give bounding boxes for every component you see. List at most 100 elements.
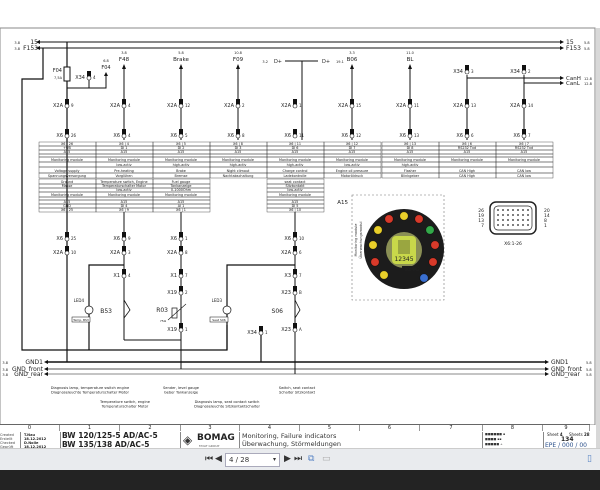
table-mod: A15 bbox=[235, 150, 242, 154]
table-pin: X6 | 9 bbox=[119, 208, 129, 212]
created-date: 18.12.2012 bbox=[24, 437, 47, 441]
connector-x34-4-pin: 4 bbox=[93, 75, 96, 80]
pin-icon bbox=[517, 214, 519, 216]
sheet-number: 4 bbox=[559, 432, 563, 437]
pin-icon bbox=[512, 219, 514, 221]
pin-icon bbox=[507, 209, 509, 211]
connector-x6-symbol bbox=[293, 129, 297, 135]
connector-x2a-pin-icon bbox=[407, 103, 413, 109]
chevron-down-icon[interactable]: ▾ bbox=[272, 456, 276, 463]
connector-x34-2-symbol bbox=[522, 65, 526, 71]
table-mod: A15 bbox=[64, 200, 71, 204]
connector-x23-pin: B bbox=[299, 290, 302, 295]
fit-width-icon[interactable]: ▭ bbox=[322, 454, 331, 464]
connector-x6-label: X6 bbox=[56, 236, 63, 242]
connector-x2a-pin-icon bbox=[178, 250, 184, 256]
next-page-button[interactable]: ▶ bbox=[284, 454, 291, 464]
connector-x2a-label: X2A bbox=[53, 103, 64, 109]
prev-page-button[interactable]: ◀ bbox=[215, 454, 222, 464]
table-act: low-activ bbox=[344, 163, 359, 167]
connector-x1-symbol bbox=[122, 269, 126, 275]
connector-x2a-pin: 9 bbox=[71, 103, 74, 108]
arrow-icon bbox=[44, 360, 48, 364]
scrollbar-strip[interactable] bbox=[596, 28, 600, 448]
connector-x6-symbol bbox=[350, 129, 354, 135]
page-number-value: 4 / 28 bbox=[229, 456, 250, 464]
dplus-out-label: D+ bbox=[322, 59, 330, 65]
pin-icon bbox=[517, 219, 519, 221]
table-de: Blinkgeber bbox=[401, 174, 420, 178]
table-sig: DI 2 bbox=[178, 146, 185, 150]
arrow-icon bbox=[560, 46, 564, 50]
connector-x2a-pin-icon bbox=[121, 250, 127, 256]
table-act: 0-1000Ohm bbox=[171, 188, 192, 192]
pin-icon bbox=[512, 209, 514, 211]
table-mod: A15 bbox=[178, 200, 185, 204]
caption-en: Diagnosis lamp, seat contact switch bbox=[195, 400, 260, 404]
caption-en: Sender, level gauge bbox=[163, 386, 200, 390]
table-act: low-activ bbox=[116, 163, 131, 167]
connector-x6-symbol bbox=[408, 129, 412, 135]
led4-label: LED4 bbox=[74, 298, 85, 303]
table-sig: DI 5 bbox=[292, 204, 299, 208]
brand-name: BOMAG bbox=[197, 433, 235, 443]
connector-x6-pin: 9 bbox=[128, 236, 131, 241]
led4-lamp-icon bbox=[84, 305, 94, 315]
connector-x2a-symbol bbox=[122, 246, 126, 252]
fit-page-icon[interactable]: ⧉ bbox=[308, 454, 315, 464]
connector-x2a-label: X2A bbox=[453, 103, 464, 109]
connector-x6-pin: 25 bbox=[71, 236, 77, 241]
pin-icon bbox=[527, 214, 529, 216]
connector-x6-label: X6 bbox=[341, 133, 348, 139]
table-en: Voltage supply bbox=[55, 169, 80, 173]
connector-x23-label: X23 bbox=[281, 290, 291, 296]
connector-x6-pin: 10 bbox=[299, 236, 305, 241]
connector-x6-symbol bbox=[465, 129, 469, 135]
connector-x1-label: X1 bbox=[113, 273, 120, 279]
lcd-gauge bbox=[398, 240, 410, 254]
indicator-lamp-icon bbox=[414, 214, 424, 224]
column-ref: 10.8 bbox=[234, 51, 242, 55]
connector-x1-pin: 4 bbox=[128, 273, 131, 278]
connector-x6-pin-icon bbox=[121, 133, 127, 139]
indicator-lamp-icon bbox=[370, 257, 380, 267]
sheets-label-group: Sheets 28 bbox=[569, 432, 590, 437]
connector-x6-pin: 4 bbox=[128, 133, 131, 138]
connector-x34-3-symbol bbox=[465, 65, 469, 71]
connector-x19-label: X19 bbox=[167, 290, 177, 296]
column-number: 2 bbox=[120, 425, 181, 431]
connector-x2a-label: X2A bbox=[110, 103, 121, 109]
column-number: 9 bbox=[543, 425, 590, 431]
pin-icon bbox=[522, 224, 524, 226]
sidebar-toggle-icon[interactable]: ▯ bbox=[587, 454, 592, 464]
table-sig: RS232 Txd bbox=[515, 146, 533, 150]
connector-x6-label: X6 bbox=[113, 236, 120, 242]
table-sig: DI 3 bbox=[235, 146, 242, 150]
table-mm: Monitoring module bbox=[165, 158, 197, 162]
first-page-button[interactable]: ⏮ bbox=[205, 454, 214, 464]
viewer-bottom-bar bbox=[0, 470, 600, 490]
page-number-input[interactable]: 4 / 28 ▾ bbox=[225, 453, 280, 467]
connector-x2a-pin: 4 bbox=[128, 103, 131, 108]
last-page-button[interactable]: ⏭ bbox=[294, 454, 303, 464]
column-number: 4 bbox=[240, 425, 300, 431]
connector-x2a-symbol bbox=[293, 99, 297, 105]
connector-x2a-pin: 15 bbox=[356, 103, 362, 108]
created-by: T.Nau bbox=[24, 433, 35, 437]
indicator-lamp-icon bbox=[430, 240, 440, 250]
connector-x6-pin-icon bbox=[349, 133, 355, 139]
column-signal-name: Brake bbox=[173, 57, 189, 63]
connector-x2a-label: X2A bbox=[167, 250, 178, 256]
arrow-icon bbox=[560, 81, 564, 85]
connector-x2a-pin: 6 bbox=[299, 250, 302, 255]
connector-x19-pin: 2 bbox=[185, 290, 188, 295]
fuse-f04-symbol bbox=[63, 66, 71, 82]
connector-x6-label: X6 bbox=[284, 133, 291, 139]
sheet-info: Sheet 4 Sheets 28 134 EPE / 000 / 00 bbox=[543, 432, 590, 449]
column-number: 3 bbox=[181, 425, 240, 431]
caption-en: Diagnosis lamp, temperature switch engin… bbox=[51, 386, 130, 390]
connector-x1-pin-icon bbox=[121, 273, 127, 279]
led3-box-label: Seat S06 bbox=[212, 318, 226, 322]
table-mm: Monitoring module bbox=[222, 158, 254, 162]
